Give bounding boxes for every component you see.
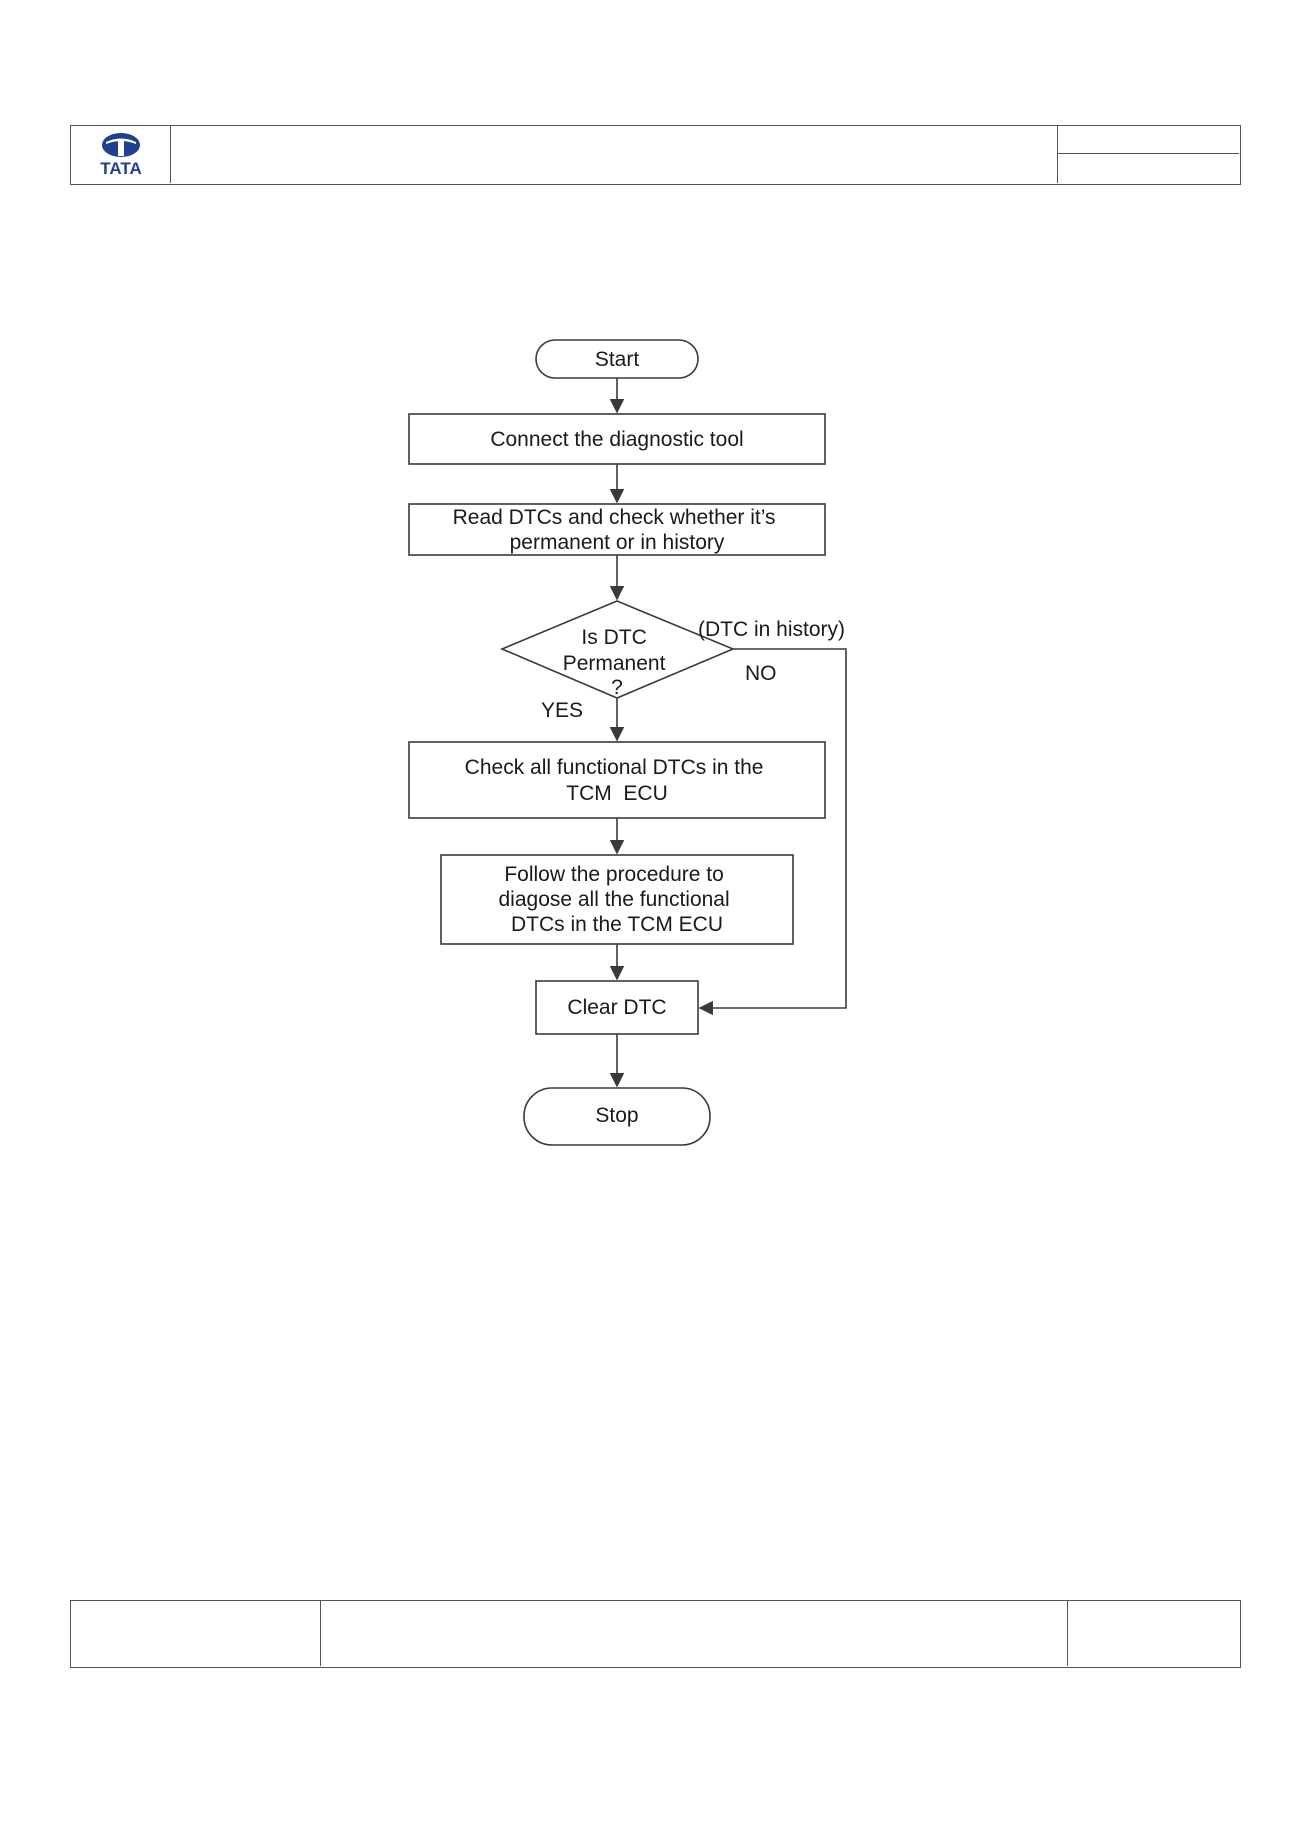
stop-label: Stop	[595, 1104, 638, 1127]
connect-label: Connect the diagnostic tool	[490, 428, 743, 451]
tata-logo-icon	[102, 133, 140, 157]
header-right-top-cell	[1057, 126, 1239, 154]
svg-text:Start: Start	[595, 348, 640, 371]
svg-text:Is DTC Permanent ?: Is DTC Permanent ?	[563, 626, 672, 699]
read-label-line2: permanent or in history	[510, 531, 725, 554]
check-label-line1: Check all functional DTCs in the	[465, 756, 764, 779]
edge-label-no: NO	[745, 662, 777, 685]
svg-text:Read DTCs and check whether it: Read DTCs and check whether it’s permane…	[453, 506, 782, 554]
svg-text:Check all functional DTCs in t: Check all functional DTCs in the TCM ECU	[465, 756, 770, 805]
follow-label-line3: DTCs in the TCM ECU	[511, 913, 723, 936]
check-functional-dtcs-box	[408, 741, 826, 819]
header-right-bottom-cell	[1057, 154, 1239, 183]
read-label-line1: Read DTCs and check whether it’s	[453, 506, 776, 529]
header-table: TATA	[70, 125, 1241, 185]
follow-procedure-box	[440, 854, 794, 945]
follow-label-line2: diagose all the functional	[498, 888, 729, 911]
header-logo-cell: TATA	[71, 126, 171, 183]
connect-tool-box	[408, 413, 826, 465]
footer-right-cell	[1067, 1601, 1239, 1666]
decision-label-line2: Permanent	[563, 652, 666, 675]
read-dtcs-box	[408, 503, 826, 556]
follow-label-line1: Follow the procedure to	[504, 863, 723, 886]
edge-decision-no-clear	[698, 648, 847, 1016]
decision-label-line1: Is DTC	[581, 626, 646, 649]
decision-label-line3: ?	[611, 676, 623, 699]
edge-label-history: (DTC in history)	[698, 618, 845, 641]
clear-label: Clear DTC	[567, 996, 666, 1019]
edge-label-yes: YES	[541, 699, 583, 722]
footer-table	[70, 1600, 1241, 1668]
svg-text:Follow the procedure to di: Follow the procedure to diagose all the …	[498, 863, 735, 936]
footer-left-cell	[71, 1601, 321, 1666]
svg-text:Stop: Stop	[595, 1104, 638, 1127]
clear-dtc-box	[535, 980, 699, 1035]
svg-text:Clear DTC: Clear DTC	[567, 996, 666, 1019]
svg-text:Connect the diagnostic tool: Connect the diagnostic tool	[490, 428, 743, 451]
check-label-line2: TCM ECU	[566, 782, 668, 805]
stop-terminal	[523, 1087, 711, 1146]
logo-text: TATA	[100, 159, 142, 178]
start-label: Start	[595, 348, 640, 371]
